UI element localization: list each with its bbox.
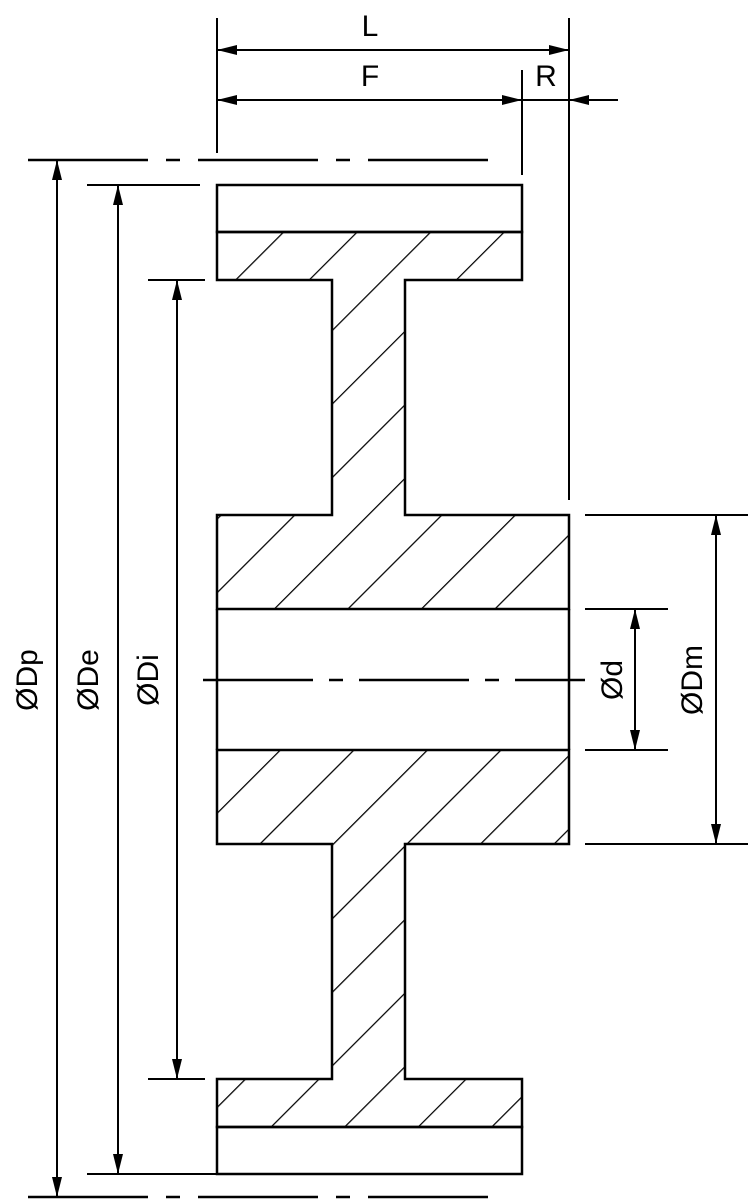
label-Di: ØDi [132, 654, 165, 706]
label-R: R [535, 60, 557, 93]
tooth-zone-top [215, 183, 524, 234]
label-De: ØDe [72, 649, 105, 711]
tooth-zone-bottom [215, 1125, 524, 1176]
label-d: Ød [596, 660, 629, 700]
pulley-profile [215, 230, 571, 611]
label-F: F [361, 60, 379, 93]
label-L: L [362, 10, 379, 43]
dimension-labels: L F R ØDp ØDe ØDi Ød ØDm [11, 10, 709, 715]
pulley-section [203, 183, 585, 1176]
pulley-profile-lower [215, 748, 571, 1129]
dimension-lines [52, 45, 721, 1197]
label-Dp: ØDp [11, 649, 44, 711]
label-Dm: ØDm [676, 645, 709, 715]
